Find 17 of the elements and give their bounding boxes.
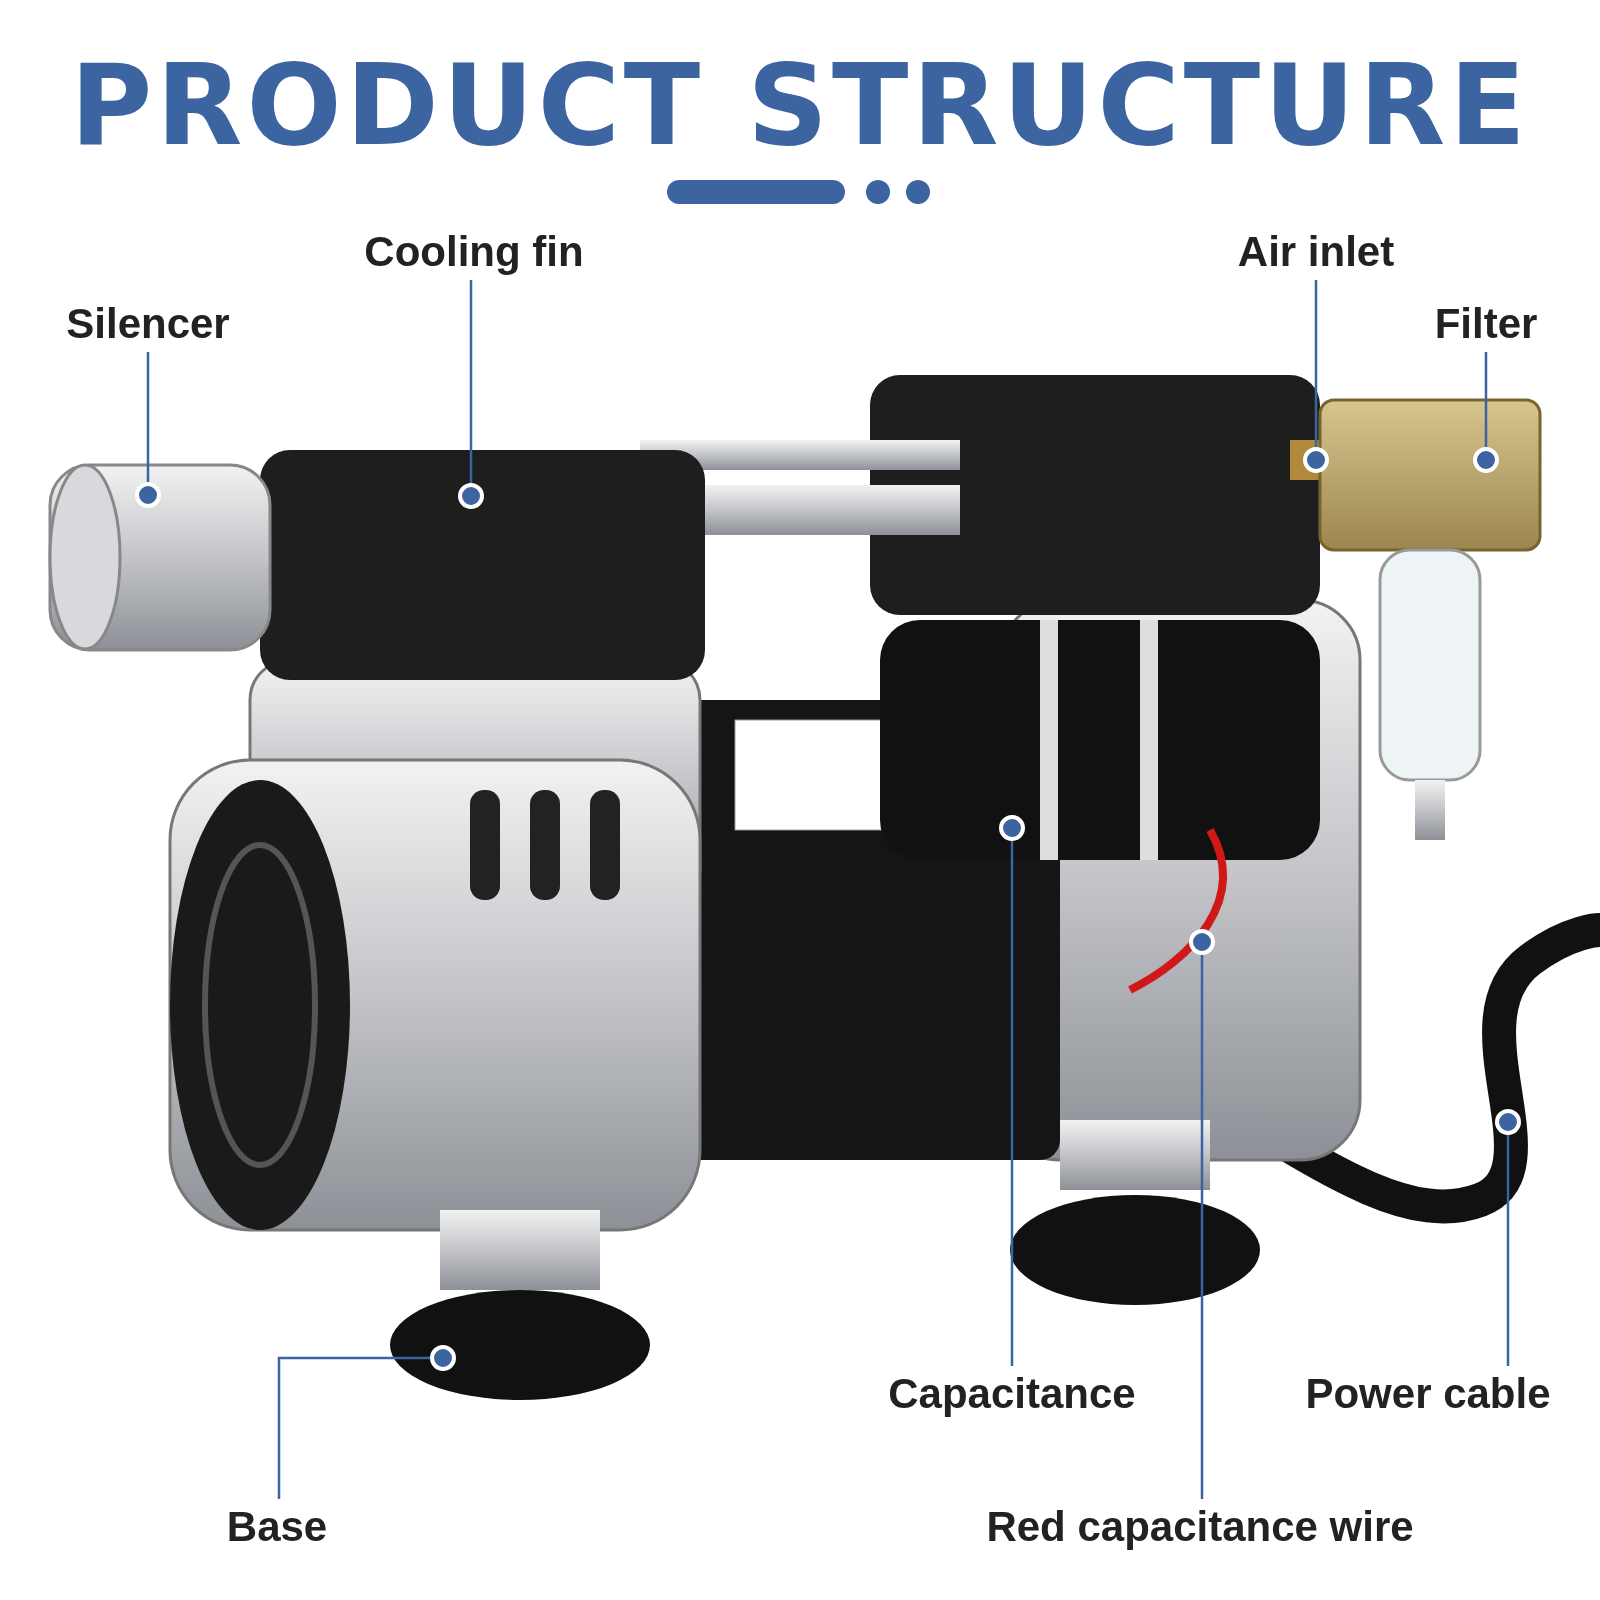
callout-label: Red capacitance wire [986,1503,1414,1551]
leader-line [1495,1109,1521,1366]
leader-line [458,280,484,509]
callout-label: Cooling fin [364,228,584,276]
leader-line [999,815,1025,1366]
callout-label: Power cable [1305,1370,1551,1418]
leader-line [1303,280,1329,473]
callout-label: Silencer [66,300,230,348]
leader-line [277,1345,456,1499]
leader-line [1189,929,1215,1499]
callout-label: Filter [1434,300,1538,348]
callout-label: Base [226,1503,328,1551]
callout-label: Air inlet [1237,228,1395,276]
leader-line [1473,352,1499,473]
title: PRODUCT STRUCTURE [69,40,1531,170]
leader-line [135,352,161,508]
callout-label: Capacitance [888,1370,1136,1418]
